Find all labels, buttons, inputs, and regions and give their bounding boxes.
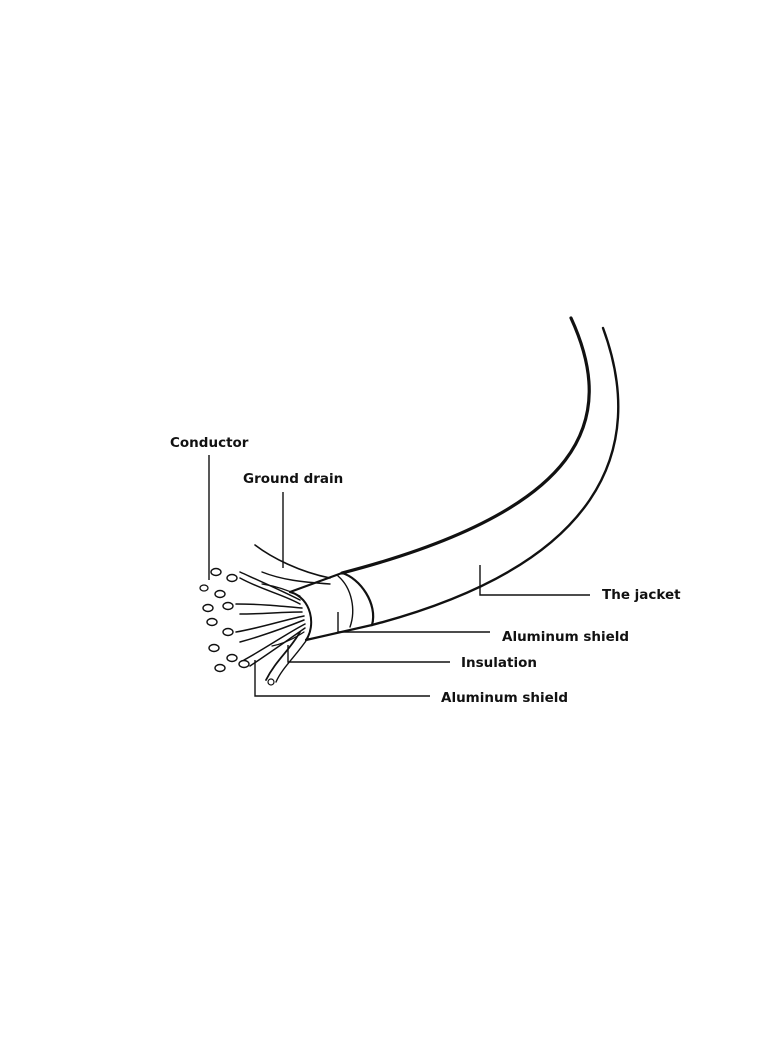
ground-drain-wire (254, 544, 331, 585)
outer-shield-leader (337, 612, 490, 633)
label-conductor: Conductor (170, 435, 249, 451)
label-inner-aluminum-shield: Aluminum shield (441, 690, 568, 706)
label-outer-aluminum-shield: Aluminum shield (502, 629, 629, 645)
label-insulation: Insulation (461, 655, 537, 671)
insulation-leader (287, 645, 450, 663)
jacket-leader (479, 565, 590, 596)
inner-shield-leader (254, 660, 430, 697)
twisted-pair-wires (235, 571, 306, 667)
cable-jacket (340, 316, 620, 627)
label-ground-drain: Ground drain (243, 471, 343, 487)
conductor-ends (199, 567, 250, 673)
leader-lines (208, 455, 590, 697)
label-jacket: The jacket (602, 587, 681, 603)
